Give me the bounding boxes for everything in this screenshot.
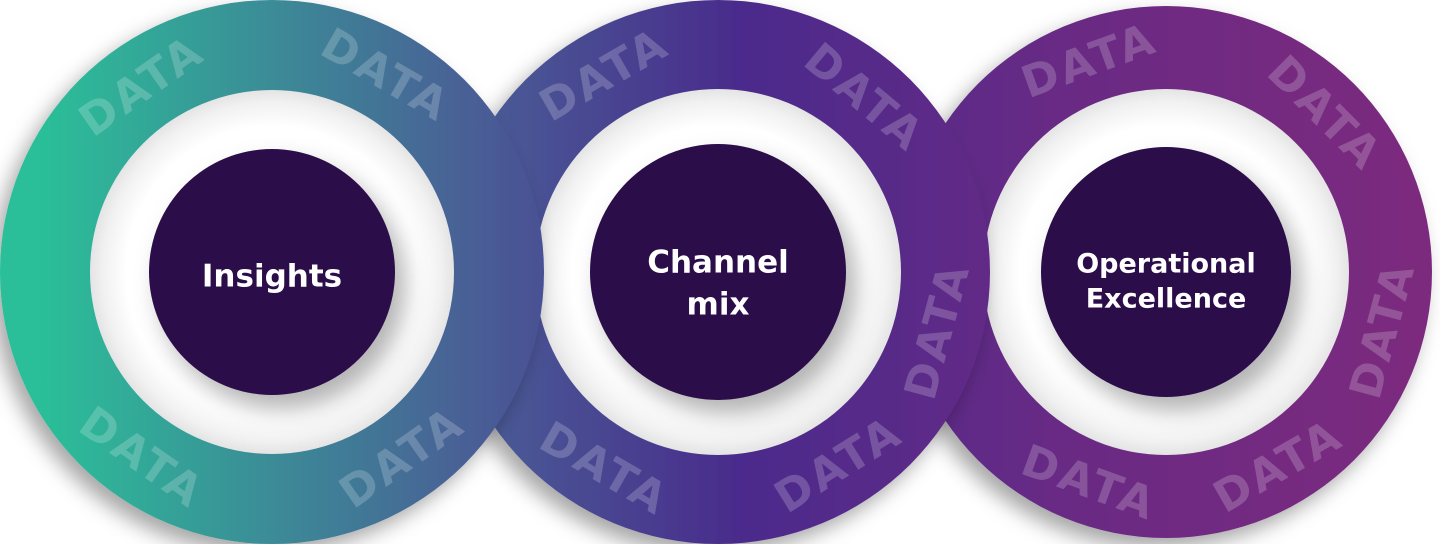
core-circle-channel-mix	[590, 144, 846, 400]
node-label-insights-line-0: Insights	[202, 259, 342, 295]
core-circle-operational-excellence	[1041, 147, 1291, 397]
node-label-operational-excellence-line-0: Operational	[1076, 249, 1256, 280]
node-label-channel-mix-line-1: mix	[687, 287, 750, 323]
core-circle-insights	[149, 149, 395, 395]
node-label-operational-excellence-line-1: Excellence	[1086, 284, 1247, 315]
node-label-channel-mix-line-0: Channel	[647, 245, 789, 281]
